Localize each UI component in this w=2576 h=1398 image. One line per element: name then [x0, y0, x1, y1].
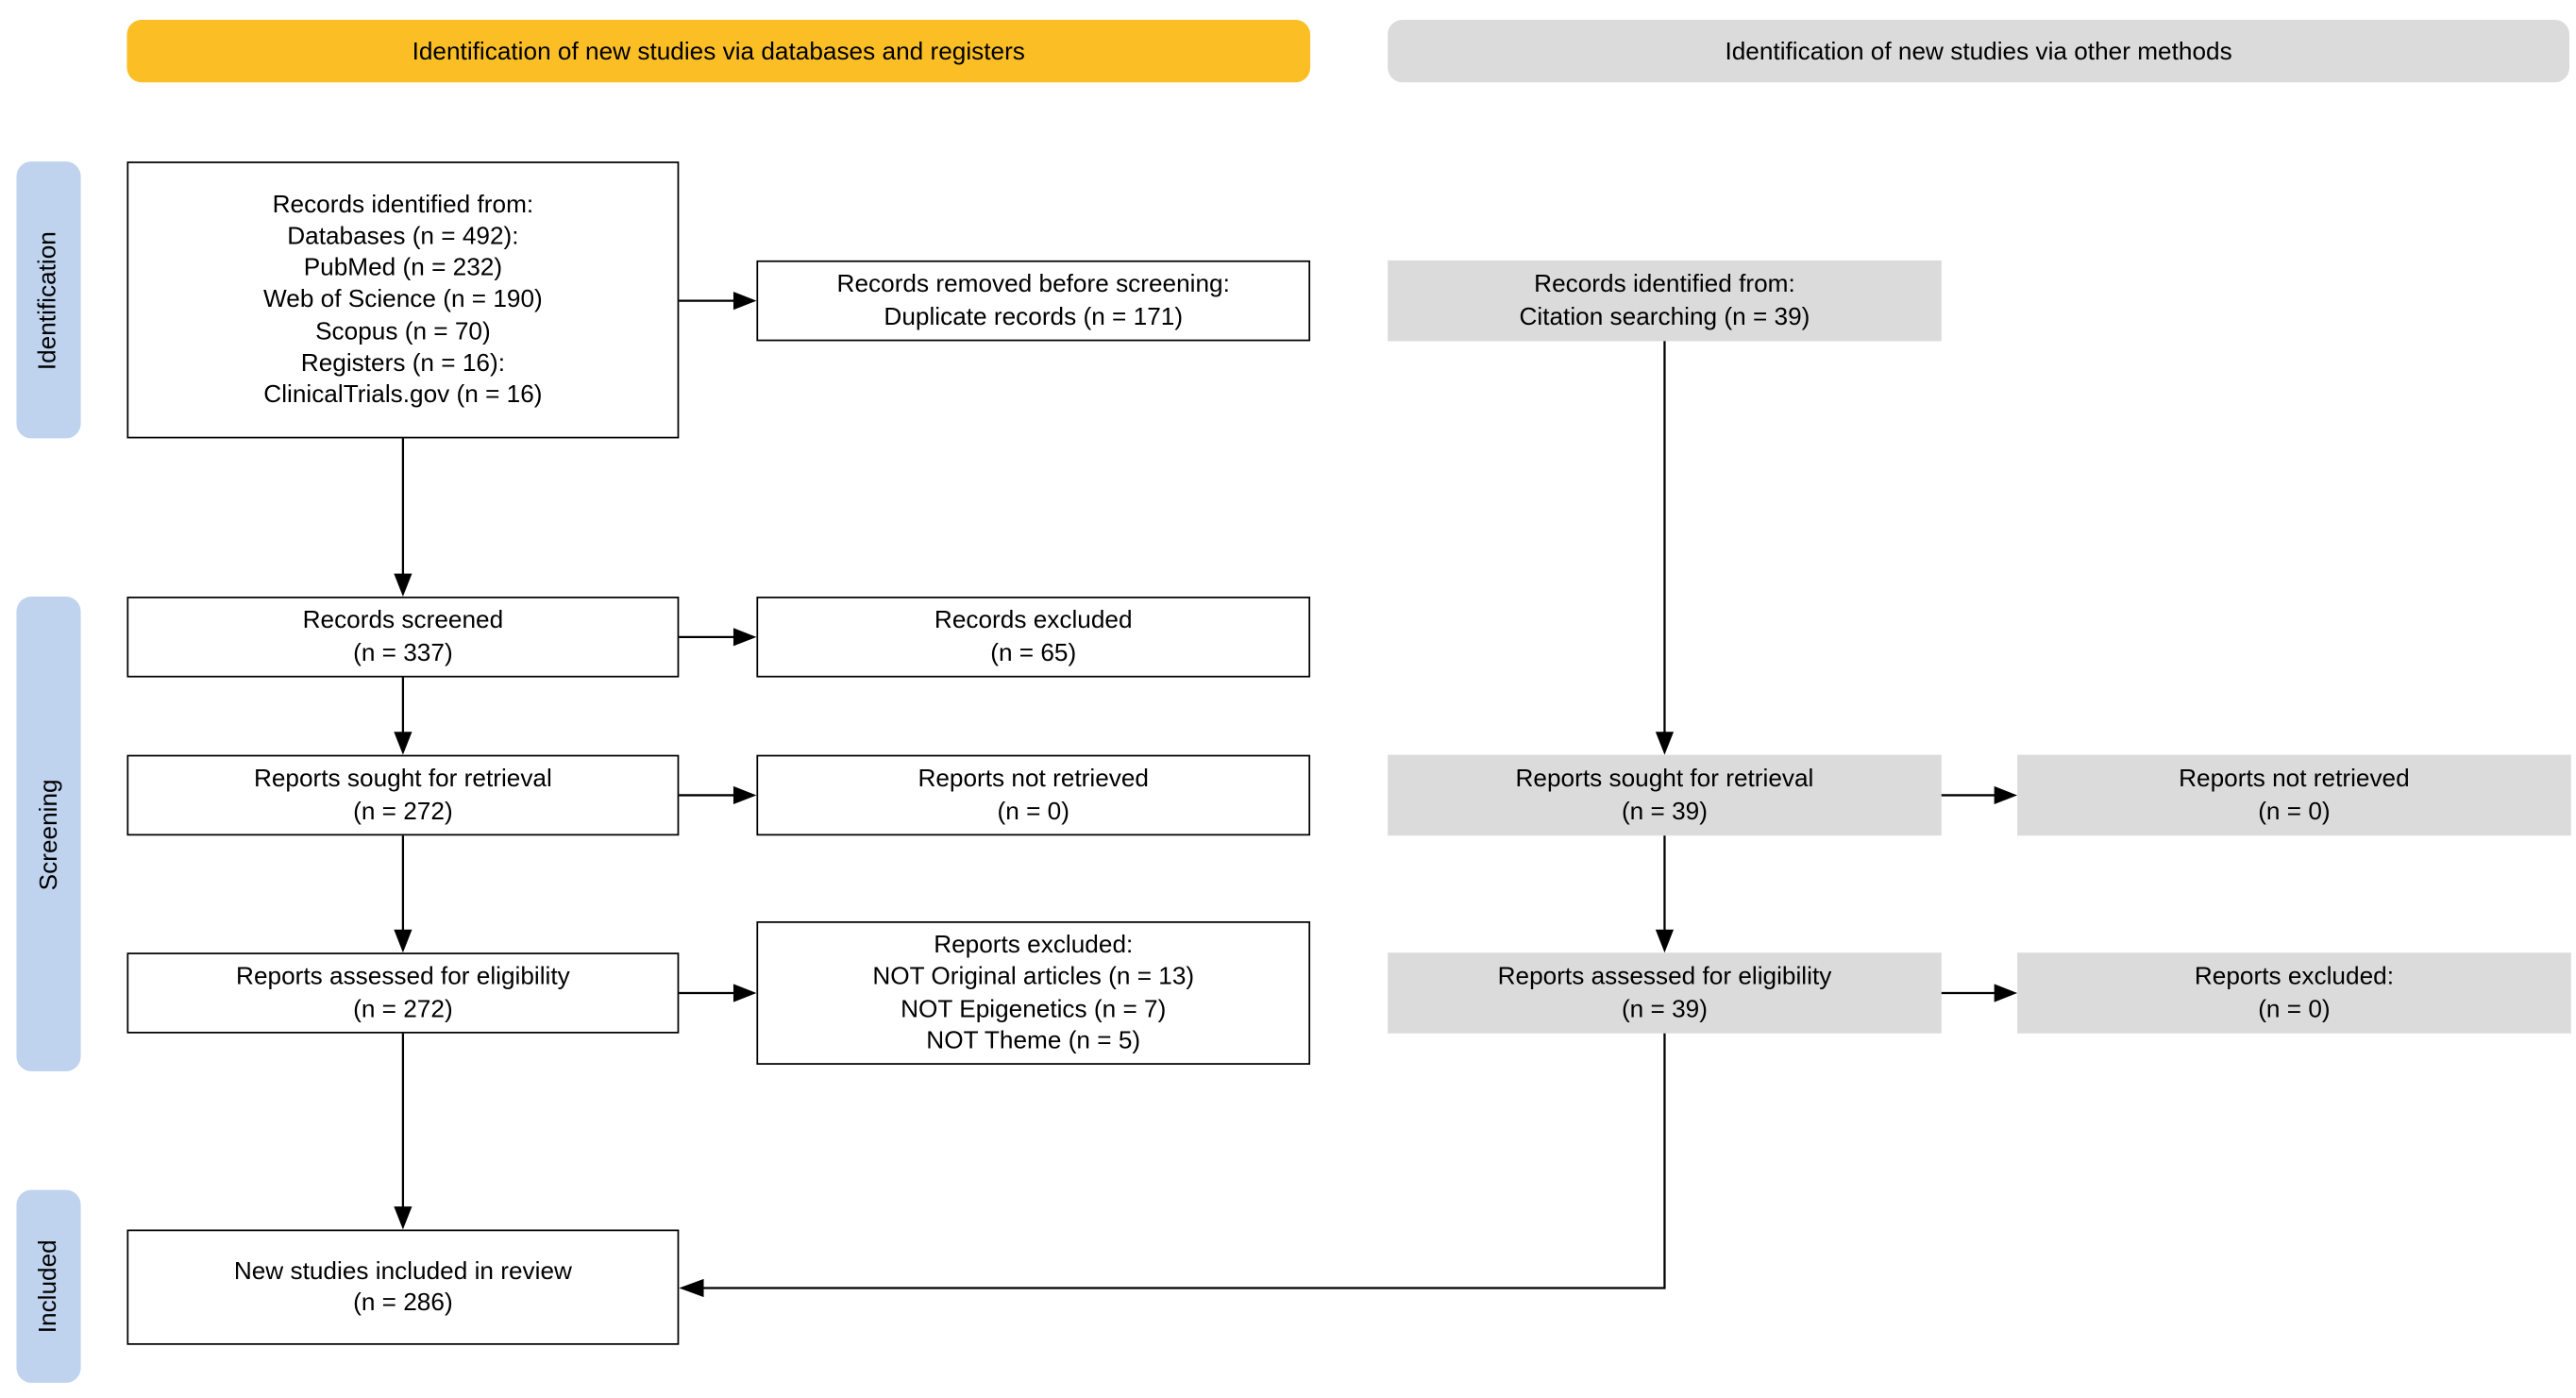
box-line: Registers (n = 16): [300, 348, 505, 378]
records-identified-db-box: Records identified from: Databases (n = … [126, 161, 680, 439]
arrowhead [732, 984, 757, 1002]
box-line: Reports sought for retrieval [1515, 765, 1814, 794]
phase-screening: Screening [16, 597, 81, 1071]
arrowhead [1655, 732, 1675, 755]
box-line: (n = 272) [353, 797, 453, 825]
databases-header-text: Identification of new studies via databa… [412, 37, 1025, 65]
box-line: Records screened [302, 607, 504, 635]
box-line: New studies included in review [233, 1256, 572, 1286]
box-line: Databases (n = 492): [287, 222, 519, 251]
reports-not-retrieved-db-box: Reports not retrieved (n = 0) [756, 754, 1311, 836]
reports-excluded-db-box: Reports excluded: NOT Original articles … [756, 921, 1311, 1065]
box-line: (n = 337) [353, 638, 453, 667]
arrow-other-assessed-to-included [701, 1033, 1666, 1289]
phase-included: Included [16, 1189, 81, 1383]
box-line: Reports not retrieved [2179, 765, 2410, 794]
records-identified-other-box: Records identified from: Citation search… [1388, 260, 1942, 342]
arrowhead [1655, 929, 1675, 953]
arrowhead [394, 1206, 412, 1230]
box-line: ClinicalTrials.gov (n = 16) [263, 380, 543, 410]
reports-excluded-other-box: Reports excluded: (n = 0) [2017, 952, 2571, 1034]
arrowhead [732, 785, 757, 805]
records-screened-box: Records screened (n = 337) [126, 597, 680, 678]
box-line: NOT Epigenetics (n = 7) [901, 994, 1167, 1023]
box-line: Records identified from: [1534, 270, 1795, 299]
databases-registers-header: Identification of new studies via databa… [126, 19, 1311, 83]
reports-assessed-other-box: Reports assessed for eligibility (n = 39… [1388, 952, 1942, 1034]
other-methods-header: Identification of new studies via other … [1388, 19, 2570, 83]
arrowhead [394, 929, 412, 953]
phase-identification: Identification [16, 161, 81, 439]
box-line: Reports not retrieved [918, 765, 1150, 794]
box-line: Reports sought for retrieval [253, 765, 552, 794]
arrowhead [1994, 785, 2018, 805]
records-excluded-box: Records excluded (n = 65) [756, 597, 1311, 678]
box-line: Records removed before screening: [836, 270, 1230, 299]
box-line: Records identified from: [272, 191, 534, 219]
records-removed-box: Records removed before screening: Duplic… [756, 260, 1311, 342]
arrowhead [1994, 984, 2018, 1002]
arrowhead [679, 1278, 704, 1298]
reports-not-retrieved-other-box: Reports not retrieved (n = 0) [2017, 754, 2571, 836]
box-line: NOT Theme (n = 5) [926, 1026, 1141, 1054]
box-line: Records excluded [934, 607, 1133, 635]
reports-sought-other-box: Reports sought for retrieval (n = 39) [1388, 754, 1942, 836]
box-line: PubMed (n = 232) [303, 254, 503, 282]
studies-included-box: New studies included in review (n = 286) [126, 1229, 680, 1345]
box-line: Web of Science (n = 190) [263, 285, 543, 314]
arrowhead [394, 573, 412, 598]
box-line: Duplicate records (n = 171) [884, 302, 1184, 331]
reports-assessed-db-box: Reports assessed for eligibility (n = 27… [126, 952, 680, 1034]
box-line: Citation searching (n = 39) [1519, 302, 1810, 331]
box-line: Reports excluded: [2194, 963, 2394, 991]
box-line: Scopus (n = 70) [315, 317, 491, 345]
box-line: (n = 286) [353, 1289, 453, 1318]
box-line: (n = 39) [1621, 994, 1708, 1023]
arrowhead [732, 628, 757, 647]
arrowhead [732, 292, 757, 311]
box-line: (n = 272) [353, 994, 453, 1023]
box-line: (n = 0) [997, 797, 1069, 825]
box-line: (n = 0) [2258, 994, 2331, 1023]
box-line: Reports assessed for eligibility [236, 963, 570, 991]
box-line: (n = 39) [1621, 797, 1708, 825]
box-line: (n = 65) [990, 638, 1077, 667]
box-line: NOT Original articles (n = 13) [872, 963, 1195, 991]
box-line: Reports excluded: [934, 931, 1134, 960]
box-line: Reports assessed for eligibility [1497, 963, 1832, 991]
reports-sought-db-box: Reports sought for retrieval (n = 272) [126, 754, 680, 836]
other-header-text: Identification of new studies via other … [1725, 37, 2232, 65]
arrowhead [394, 732, 412, 755]
box-line: (n = 0) [2258, 797, 2331, 825]
